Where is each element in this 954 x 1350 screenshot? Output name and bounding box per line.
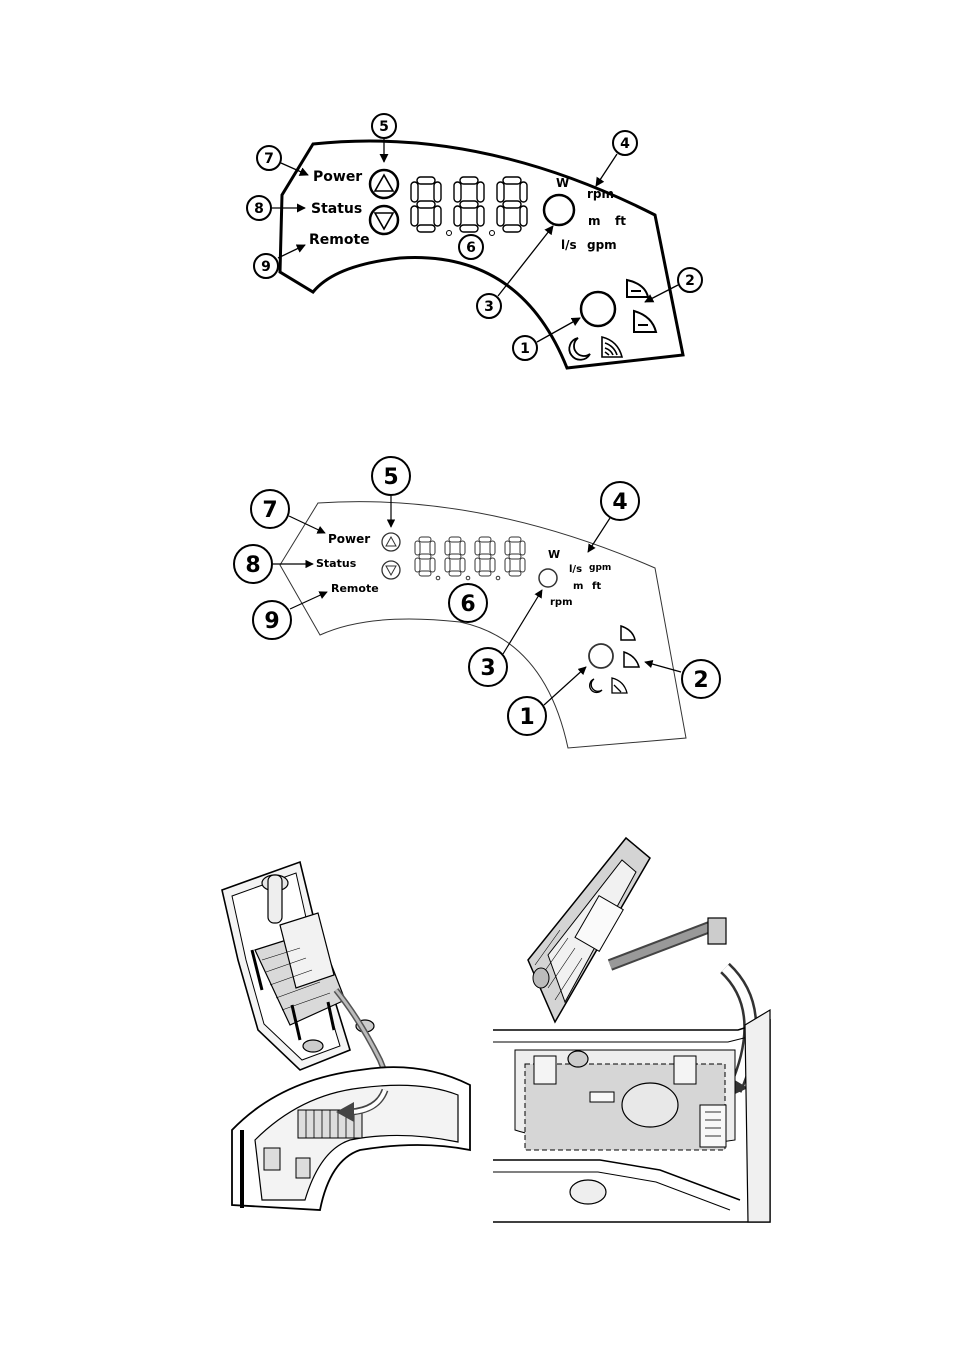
curve-mode-icon-lower bbox=[633, 309, 658, 333]
unit-ft-label: ft bbox=[615, 214, 626, 228]
up-button[interactable] bbox=[368, 168, 400, 200]
callout-2: 2 bbox=[681, 659, 721, 699]
callout-4: 4 bbox=[600, 481, 640, 521]
callout-5: 5 bbox=[371, 456, 411, 496]
svg-text:1: 1 bbox=[520, 341, 530, 357]
unit-select-button[interactable] bbox=[538, 568, 558, 588]
up-arrow-icon bbox=[373, 173, 395, 192]
callout-7: 7 bbox=[250, 489, 290, 529]
callout-8: 8 bbox=[246, 195, 272, 221]
svg-text:8: 8 bbox=[245, 553, 260, 578]
down-arrow-icon bbox=[385, 565, 397, 577]
unit-w-label: W bbox=[556, 176, 569, 190]
unit-rpm-label: rpm bbox=[550, 597, 573, 608]
night-mode-icon bbox=[589, 678, 603, 694]
svg-text:7: 7 bbox=[262, 498, 277, 523]
callout-5: 5 bbox=[371, 113, 397, 139]
curve-mode-icon-lower bbox=[623, 650, 640, 668]
remote-label: Remote bbox=[331, 582, 379, 595]
remote-label: Remote bbox=[309, 232, 370, 248]
unit-select-button[interactable] bbox=[542, 193, 576, 227]
down-arrow-icon bbox=[373, 212, 395, 231]
unit-ls-label: l/s bbox=[561, 238, 577, 252]
unit-w-label: W bbox=[548, 548, 560, 561]
svg-text:8: 8 bbox=[254, 201, 264, 217]
status-label: Status bbox=[311, 201, 362, 217]
svg-text:6: 6 bbox=[460, 592, 475, 617]
curve-mode-icon-upper bbox=[626, 278, 650, 298]
panel-a-outline bbox=[278, 139, 685, 370]
svg-text:2: 2 bbox=[693, 668, 708, 693]
unit-ls-label: l/s bbox=[569, 564, 582, 575]
down-button[interactable] bbox=[381, 560, 401, 580]
callout-1: 1 bbox=[512, 335, 538, 361]
panel-b: Power Status Remote W l/s gpm m ft rpm bbox=[233, 456, 721, 749]
panel-a: Power Status Remote W rpm m ft l/s gpm bbox=[246, 113, 703, 370]
callout-4: 4 bbox=[612, 130, 638, 156]
auto-adapt-icon bbox=[611, 677, 628, 694]
unit-m-label: m bbox=[588, 214, 601, 228]
svg-text:4: 4 bbox=[620, 136, 630, 152]
svg-text:2: 2 bbox=[685, 273, 695, 289]
callout-9: 9 bbox=[252, 600, 292, 640]
callout-9: 9 bbox=[253, 253, 279, 279]
auto-adapt-icon bbox=[601, 335, 624, 358]
callout-1: 1 bbox=[507, 696, 547, 736]
mode-button[interactable] bbox=[579, 290, 617, 328]
board-install-illustration bbox=[493, 836, 771, 1223]
svg-text:9: 9 bbox=[264, 609, 279, 634]
power-label: Power bbox=[313, 169, 362, 185]
power-label: Power bbox=[328, 532, 370, 546]
unit-rpm-label: rpm bbox=[587, 187, 614, 201]
callout-2: 2 bbox=[677, 267, 703, 293]
housing-open-illustration bbox=[221, 860, 471, 1211]
svg-text:5: 5 bbox=[379, 119, 389, 135]
callout-6: 6 bbox=[458, 234, 484, 260]
svg-text:1: 1 bbox=[519, 705, 534, 730]
unit-m-label: m bbox=[573, 581, 583, 592]
up-arrow-icon bbox=[385, 535, 397, 547]
callout-3: 3 bbox=[468, 647, 508, 687]
svg-text:9: 9 bbox=[261, 259, 271, 275]
mode-button[interactable] bbox=[588, 643, 614, 669]
callout-6: 6 bbox=[448, 583, 488, 623]
unit-ft-label: ft bbox=[592, 581, 601, 592]
up-button[interactable] bbox=[381, 532, 401, 552]
callout-8: 8 bbox=[233, 544, 273, 584]
callout-3: 3 bbox=[476, 293, 502, 319]
svg-text:6: 6 bbox=[466, 240, 476, 256]
panel-b-outline bbox=[279, 501, 687, 749]
seven-segment-display bbox=[410, 176, 528, 236]
svg-text:4: 4 bbox=[612, 490, 627, 515]
unit-gpm-label: gpm bbox=[587, 238, 617, 252]
seven-segment-display bbox=[414, 536, 526, 581]
svg-text:3: 3 bbox=[480, 656, 495, 681]
callout-7: 7 bbox=[256, 145, 282, 171]
curve-mode-icon-upper bbox=[620, 624, 636, 641]
night-mode-icon bbox=[568, 337, 591, 361]
svg-text:3: 3 bbox=[484, 299, 494, 315]
down-button[interactable] bbox=[368, 204, 400, 236]
status-label: Status bbox=[316, 557, 357, 570]
svg-text:7: 7 bbox=[264, 151, 274, 167]
unit-gpm-label: gpm bbox=[589, 563, 611, 573]
svg-text:5: 5 bbox=[383, 465, 398, 490]
